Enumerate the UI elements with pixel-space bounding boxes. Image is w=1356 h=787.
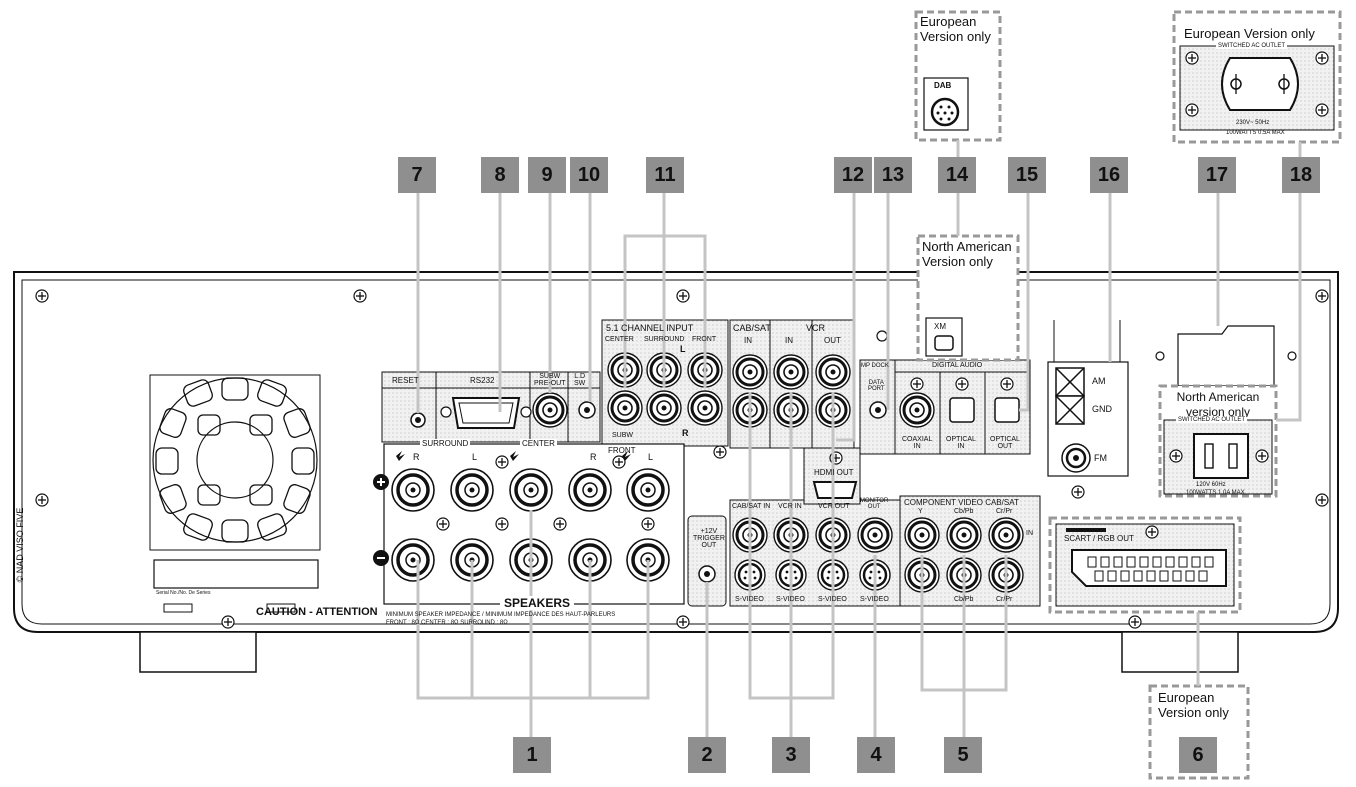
eu-dab-note: European Version only	[920, 14, 991, 44]
callout-10: 10	[570, 157, 608, 193]
cooling-fan	[149, 374, 321, 613]
callout-5: 5	[944, 737, 982, 773]
gnd-label: GND	[1092, 404, 1112, 414]
vcr-out-label: VCR OUT	[818, 503, 850, 510]
spk-surround-r-label: R	[413, 452, 420, 462]
speakers-label: SPEAKERS	[500, 596, 575, 610]
callout-9: 9	[528, 157, 566, 193]
serial-label: Serial No./No. De Series	[156, 590, 211, 596]
svideo-label-1: S-VIDEO	[735, 596, 764, 603]
monitor-out-label: MONITOR OUT	[860, 498, 889, 510]
hdmi-out-label: HDMI OUT	[814, 468, 854, 477]
front-label: FRONT	[608, 446, 636, 455]
svideo-label-2: S-VIDEO	[776, 596, 805, 603]
antenna-block	[1047, 320, 1129, 477]
comp-y-label: Y	[918, 508, 923, 515]
xm-port	[916, 234, 1020, 362]
eu-outlet-rating-2: 100WATTS 0.5A MAX	[1226, 130, 1285, 136]
callout-13: 13	[874, 157, 912, 193]
eu-outlet-rating-1: 230V~ 50Hz	[1236, 120, 1270, 126]
eu-outlet-note: European Version only	[1184, 26, 1315, 41]
xm-label: XM	[934, 322, 946, 331]
callout-18: 18	[1282, 157, 1320, 193]
svideo-label-3: S-VIDEO	[818, 596, 847, 603]
spk-surround-l-label: L	[472, 452, 478, 462]
callout-3: 3	[772, 737, 810, 773]
rs232-label: RS232	[470, 376, 495, 385]
vcr-out-top-label: OUT	[824, 336, 841, 345]
dab-label: DAB	[934, 81, 952, 90]
ch51-label: 5.1 CHANNEL INPUT	[606, 323, 694, 333]
cabsat-label: CAB/SAT	[733, 323, 771, 333]
center-label: CENTER	[520, 439, 557, 448]
ch51-l-label: L	[680, 344, 686, 354]
digital-audio-label: DIGITAL AUDIO	[932, 362, 983, 369]
vcr-in-label: VCR IN	[778, 503, 802, 510]
mp-dock-label: MP DOCK	[861, 363, 889, 369]
callout-7: 7	[398, 157, 436, 193]
ch51-surround-label: SURROUND	[644, 336, 685, 343]
ld-label: L.D SW	[574, 373, 586, 387]
ch51-front-label: FRONT	[692, 336, 717, 343]
spk-front-l-label: L	[648, 452, 654, 462]
copyright-label: © NAD VISO FIVE	[15, 507, 25, 583]
scart-port	[1048, 516, 1242, 614]
component-label: COMPONENT VIDEO CAB/SAT	[904, 498, 1019, 507]
na-outlet-title: SWITCHED AC OUTLET	[1176, 417, 1248, 423]
coaxial-in-label: COAXIAL IN	[902, 436, 933, 450]
eu-dab-port	[914, 10, 1002, 142]
callout-12: 12	[834, 157, 872, 193]
callout-16: 16	[1090, 157, 1128, 193]
ch51-subw-label: SUBW	[612, 432, 633, 439]
eu-switched-outlet	[1172, 10, 1342, 144]
callout-17: 17	[1198, 157, 1236, 193]
callout-1: 1	[513, 737, 551, 773]
data-port-label: DATA PORT	[868, 380, 885, 392]
impedance-label-2: FRONT : 8Ω CENTER : 8Ω SURROUND : 8Ω	[386, 620, 508, 626]
comp-in-label: IN	[1026, 530, 1033, 537]
reset-label: RESET	[392, 376, 419, 385]
crpr-bottom-label: Cr/Pr	[996, 596, 1013, 603]
trigger-label: +12V TRIGGER OUT	[693, 528, 725, 549]
callout-14: 14	[938, 157, 976, 193]
svideo-label-4: S-VIDEO	[860, 596, 889, 603]
callout-lines	[416, 140, 1302, 750]
caution-label: CAUTION - ATTENTION	[256, 606, 378, 618]
speaker-terminals	[373, 443, 685, 605]
eu-outlet-title: SWITCHED AC OUTLET	[1216, 43, 1288, 49]
na-outlet-rating-1: 120V 60Hz	[1196, 482, 1226, 488]
fm-label: FM	[1094, 453, 1107, 463]
ch51-r-label: R	[682, 428, 689, 438]
na-outlet-note: North American version only	[1176, 390, 1260, 419]
vcr-label: VCR	[806, 323, 826, 333]
ch51-center-label: CENTER	[605, 336, 634, 343]
na-switched-outlet	[1158, 384, 1278, 498]
callout-15: 15	[1008, 157, 1046, 193]
cbpb-bottom-label: Cb/Pb	[954, 596, 974, 603]
callout-6: 6	[1179, 737, 1217, 773]
svideo-component-block	[729, 495, 1041, 607]
cabsat-in-top-label: IN	[744, 336, 752, 345]
am-label: AM	[1092, 376, 1106, 386]
optical-out-label: OPTICAL OUT	[990, 436, 1020, 450]
callout-8: 8	[481, 157, 519, 193]
callout-2: 2	[688, 737, 726, 773]
impedance-label-1: MINIMUM SPEAKER IMPEDANCE / MINIMUM IMPE…	[386, 612, 616, 618]
eu-scart-note: European Version only	[1158, 690, 1229, 720]
callout-11: 11	[646, 157, 684, 193]
na-outlet-rating-2: 100WATTS 1.0A MAX	[1186, 490, 1245, 496]
spk-front-r-label: R	[590, 452, 597, 462]
comp-cr-label: Cr/Pr	[996, 508, 1013, 515]
subw-preout-label: SUBW PRE-OUT	[534, 373, 566, 387]
comp-cb-label: Cb/Pb	[954, 508, 974, 515]
callout-4: 4	[857, 737, 895, 773]
cabsat-in-label: CAB/SAT IN	[732, 503, 771, 510]
na-xm-note: North American Version only	[922, 239, 1012, 269]
optical-in-label: OPTICAL IN	[946, 436, 976, 450]
surround-label: SURROUND	[420, 439, 471, 448]
scart-label: SCART / RGB OUT	[1064, 534, 1134, 543]
vcr-in-top-label: IN	[785, 336, 793, 345]
